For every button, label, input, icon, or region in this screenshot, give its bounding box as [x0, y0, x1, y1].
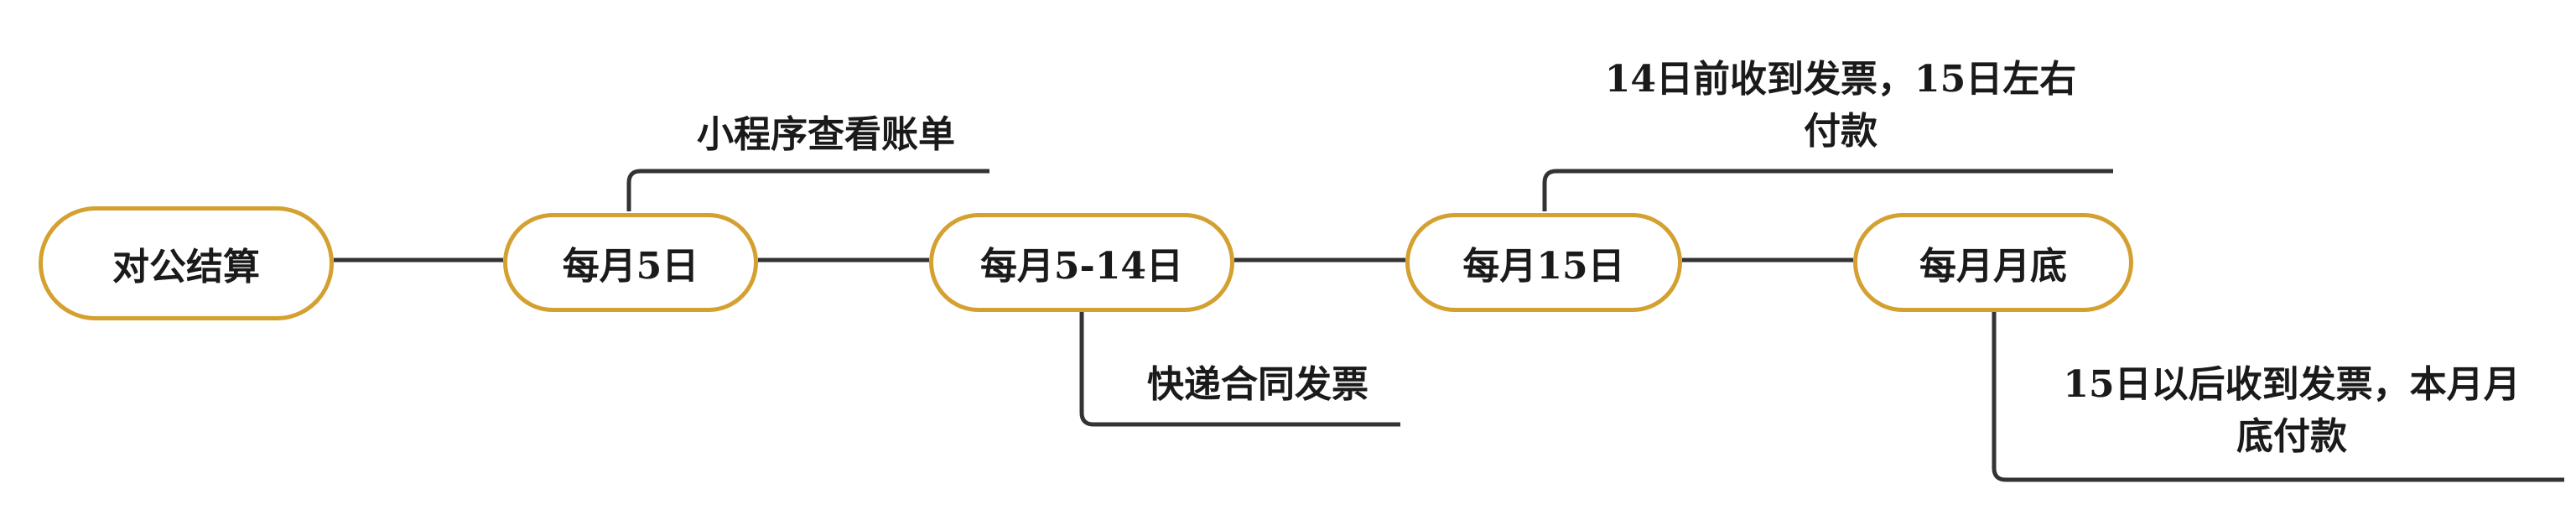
node-month-end[interactable]: 每月月底: [1853, 213, 2133, 312]
node-day5-14[interactable]: 每月5-14日: [929, 213, 1234, 312]
note-month-end-line1: 15日以后收到发票，本月月: [2063, 363, 2521, 406]
node-day5[interactable]: 每月5日: [503, 213, 758, 312]
branch-day15-note: [1542, 169, 2113, 211]
branch-day5-note: [626, 169, 989, 211]
note-month-end: 15日以后收到发票，本月月 底付款: [2019, 359, 2564, 463]
note-day5-text: 小程序查看账单: [697, 113, 955, 156]
note-day5-14-text: 快递合同发票: [1147, 363, 1368, 406]
branch-day5-14-note: [1079, 310, 1400, 427]
note-day5-14: 快递合同发票: [1115, 359, 1400, 411]
note-day15-line1: 14日前收到发票，15日左右: [1604, 58, 2077, 101]
branch-month-end-note: [1992, 310, 2564, 482]
note-month-end-line2: 底付款: [2236, 415, 2347, 458]
node-day15[interactable]: 每月15日: [1405, 213, 1682, 312]
note-day15: 14日前收到发票，15日左右 付款: [1568, 54, 2113, 158]
node-root[interactable]: 对公结算: [39, 206, 334, 320]
note-day15-line2: 付款: [1804, 110, 1877, 153]
note-day5: 小程序查看账单: [662, 109, 989, 161]
